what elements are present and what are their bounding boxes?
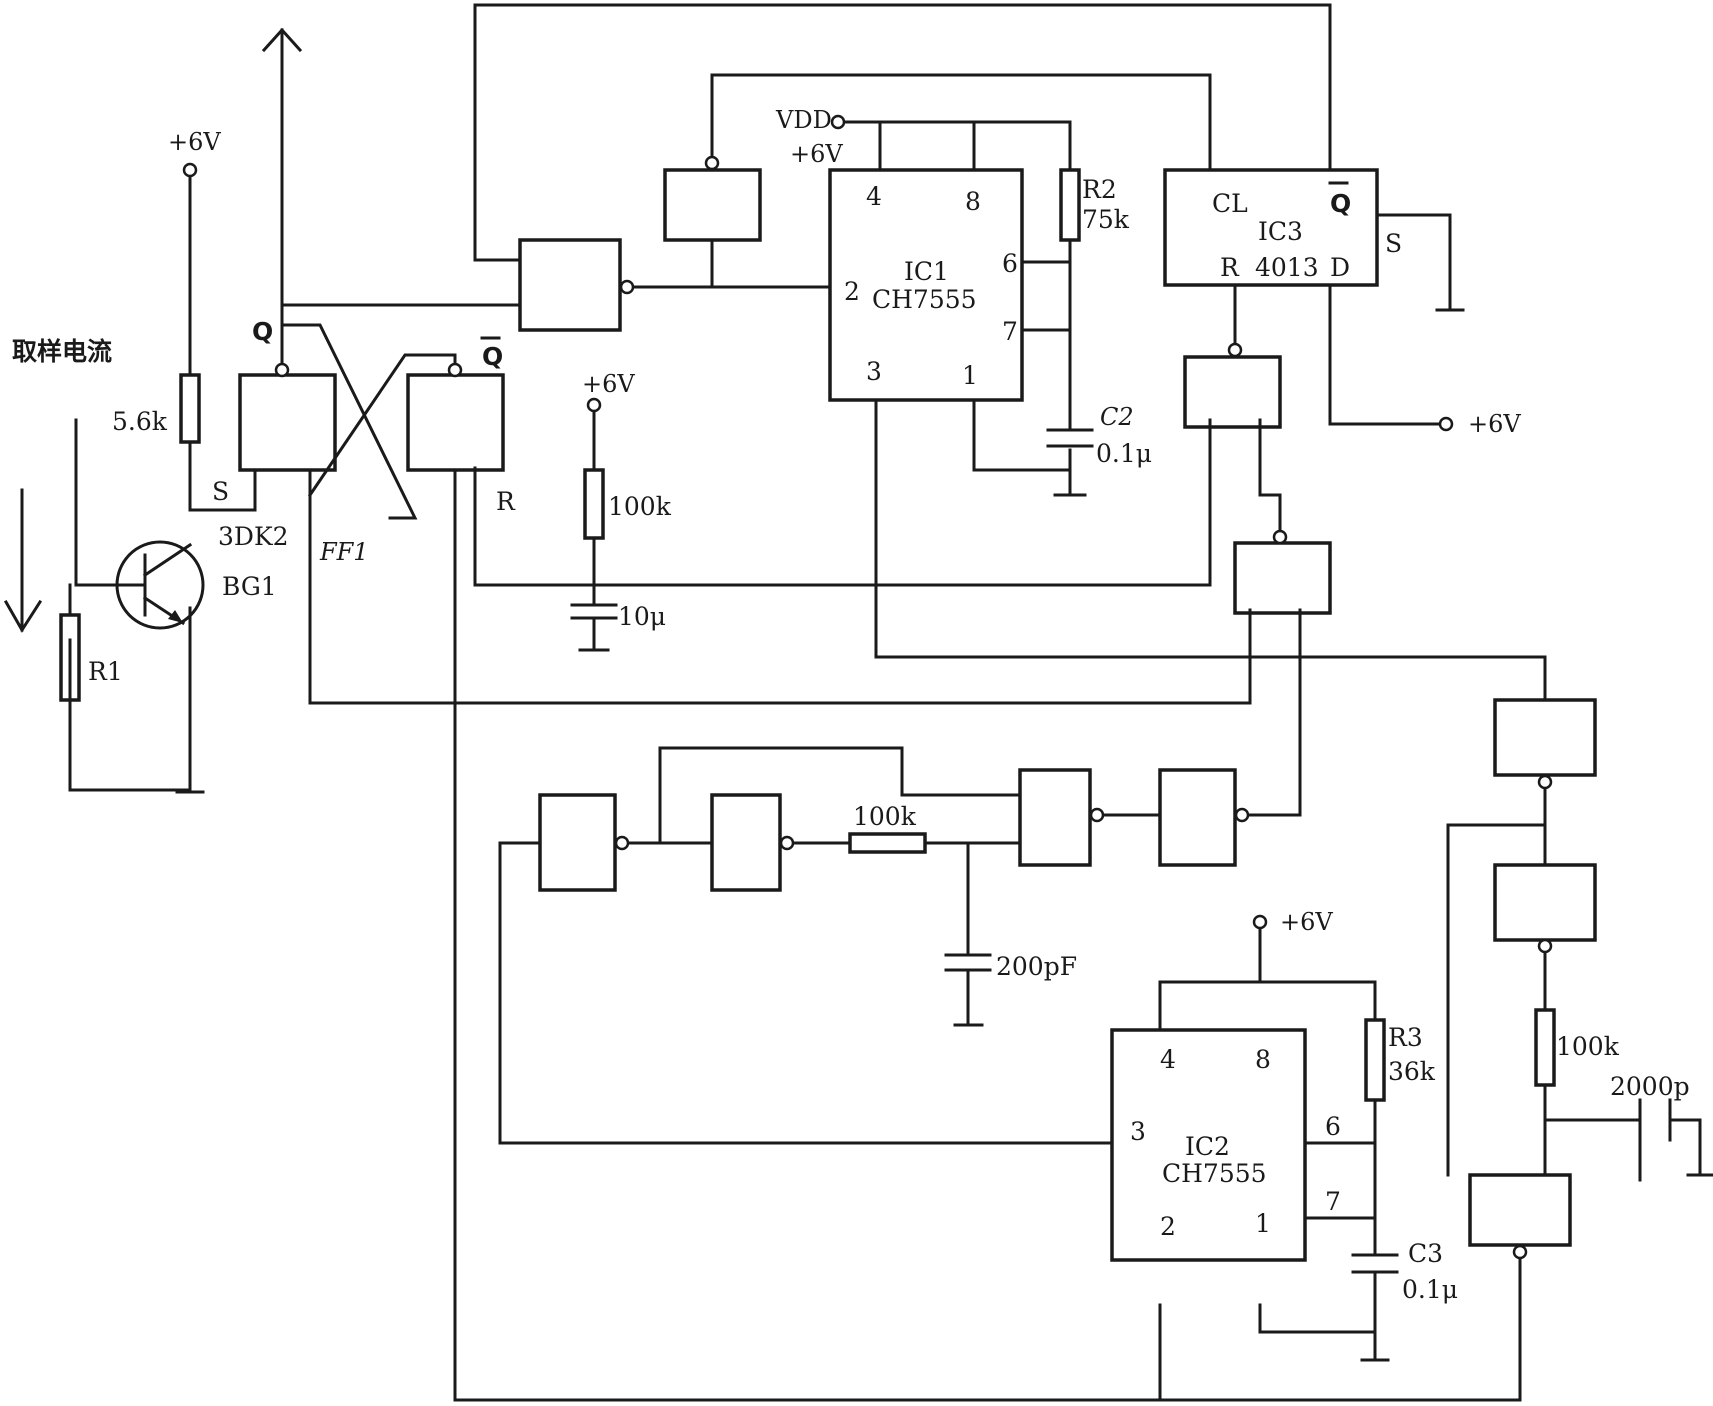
label-100k-b: 100k: [853, 802, 917, 831]
label-c3: C3: [1408, 1239, 1443, 1268]
label-ic1-pin3: 3: [866, 357, 882, 386]
label-ic1-pin4: 4: [866, 182, 882, 211]
label-3dk2: 3DK2: [218, 522, 289, 551]
label-sampling-current: 取样电流: [12, 337, 112, 366]
resistor-r3: [1364, 1018, 1386, 1102]
labels: 取样电流 +6V 5.6k R1 S Q Q R 3DK2 BG1 FF1 +6…: [12, 106, 1690, 1304]
terminal-plus6v-ic3: [1438, 416, 1454, 432]
components: [3, 114, 1713, 1362]
label-plus6v-left: +6V: [168, 128, 221, 156]
nand-gate-top: [518, 238, 622, 332]
ic2-box: [1110, 1028, 1307, 1262]
capacitor-10u: [570, 588, 618, 652]
label-c3-value: 0.1μ: [1402, 1275, 1458, 1304]
resistor-5k6: [179, 373, 201, 444]
label-ic1-pin8: 8: [965, 187, 981, 216]
label-ic1-type: CH7555: [872, 285, 977, 314]
label-ic2-type: CH7555: [1162, 1159, 1267, 1188]
label-ff1: FF1: [319, 538, 369, 566]
label-ic2-pin4: 4: [1160, 1045, 1176, 1074]
capacitor-c3: [1351, 1253, 1399, 1362]
label-plus6v-vdd: +6V: [790, 140, 843, 168]
label-q: Q: [252, 317, 273, 346]
label-ic2-pin3: 3: [1130, 1117, 1146, 1146]
label-ic3: IC3: [1258, 217, 1303, 246]
label-r2: R2: [1082, 175, 1117, 204]
gate-bottom-4: [1158, 768, 1237, 867]
label-ic1-pin2: 2: [844, 277, 860, 306]
label-r2-value: 75k: [1082, 205, 1130, 234]
label-plus6v-ic3: +6V: [1468, 410, 1521, 438]
label-ic1-pin6: 6: [1002, 249, 1018, 278]
gate-right-3: [1468, 1173, 1572, 1247]
label-ic1: IC1: [904, 257, 949, 286]
terminal-plus6v-ic2: [1252, 914, 1268, 930]
label-ic3-s: S: [1385, 229, 1402, 258]
label-bg1: BG1: [222, 572, 277, 601]
resistor-r2: [1059, 168, 1081, 242]
transistor-bg1: [115, 540, 205, 630]
label-2000p: 2000p: [1610, 1072, 1690, 1101]
resistor-r1: [59, 613, 81, 702]
label-10u: 10μ: [618, 602, 666, 631]
capacitor-2000p: [1638, 1098, 1672, 1142]
capacitor-c2: [1046, 428, 1094, 497]
ic3-box: [1163, 168, 1379, 287]
label-r: R: [496, 487, 516, 516]
label-qbar: Q: [482, 342, 503, 371]
terminal-vdd: [830, 114, 846, 130]
terminal-plus6v-mid: [586, 397, 602, 413]
gate-bottom-3: [1018, 768, 1092, 867]
resistor-100k-b: [848, 832, 927, 854]
label-ic2-pin2: 2: [1160, 1212, 1176, 1241]
ic1-box: [828, 168, 1024, 402]
resistor-100k-c: [1534, 1008, 1556, 1087]
label-ic2: IC2: [1185, 1132, 1230, 1161]
label-vdd: VDD: [775, 106, 832, 134]
gate-ic3-r: [1183, 355, 1282, 429]
resistor-100k-a: [583, 468, 605, 540]
current-arrow: [3, 488, 43, 633]
label-c2: C2: [1100, 403, 1134, 431]
label-r3: R3: [1388, 1023, 1423, 1052]
label-ic2-pin6: 6: [1325, 1112, 1341, 1141]
gate-mid-right: [1233, 541, 1332, 615]
label-ic2-pin7: 7: [1325, 1187, 1341, 1216]
gate-bottom-2: [710, 793, 782, 892]
capacitor-200pf: [944, 953, 992, 1027]
gate-bottom-1: [538, 793, 617, 892]
label-ic1-pin1: 1: [962, 361, 978, 390]
label-ic3-d: D: [1330, 253, 1350, 282]
label-200pf: 200pF: [996, 952, 1077, 981]
buffer-top: [663, 168, 762, 242]
label-ic2-pin8: 8: [1255, 1045, 1271, 1074]
gate-right-2: [1493, 863, 1597, 942]
ground-2000p: [1686, 1143, 1713, 1177]
label-ic3-cl: CL: [1212, 189, 1248, 218]
terminal-plus6v-left: [182, 162, 198, 178]
label-r1: R1: [88, 657, 123, 686]
wires: [68, 3, 1702, 1402]
label-5k6: 5.6k: [112, 407, 168, 436]
ff1-gate-left: [238, 373, 337, 472]
label-ic1-pin7: 7: [1002, 317, 1018, 346]
gate-right-1: [1493, 698, 1597, 777]
label-ic3-type: 4013: [1255, 253, 1319, 282]
label-100k-c: 100k: [1556, 1032, 1620, 1061]
label-r3-value: 36k: [1388, 1057, 1436, 1086]
label-ic3-r: R: [1220, 253, 1240, 282]
label-plus6v-mid: +6V: [582, 370, 635, 398]
label-s: S: [212, 477, 229, 506]
label-plus6v-ic2: +6V: [1280, 908, 1333, 936]
label-100k-a: 100k: [608, 492, 672, 521]
logic-gates: [238, 155, 1597, 1262]
ff1-gate-right: [406, 373, 505, 472]
label-ic2-pin1: 1: [1255, 1209, 1271, 1238]
label-c2-value: 0.1μ: [1096, 439, 1152, 468]
label-ic3-q: Q: [1330, 189, 1351, 218]
